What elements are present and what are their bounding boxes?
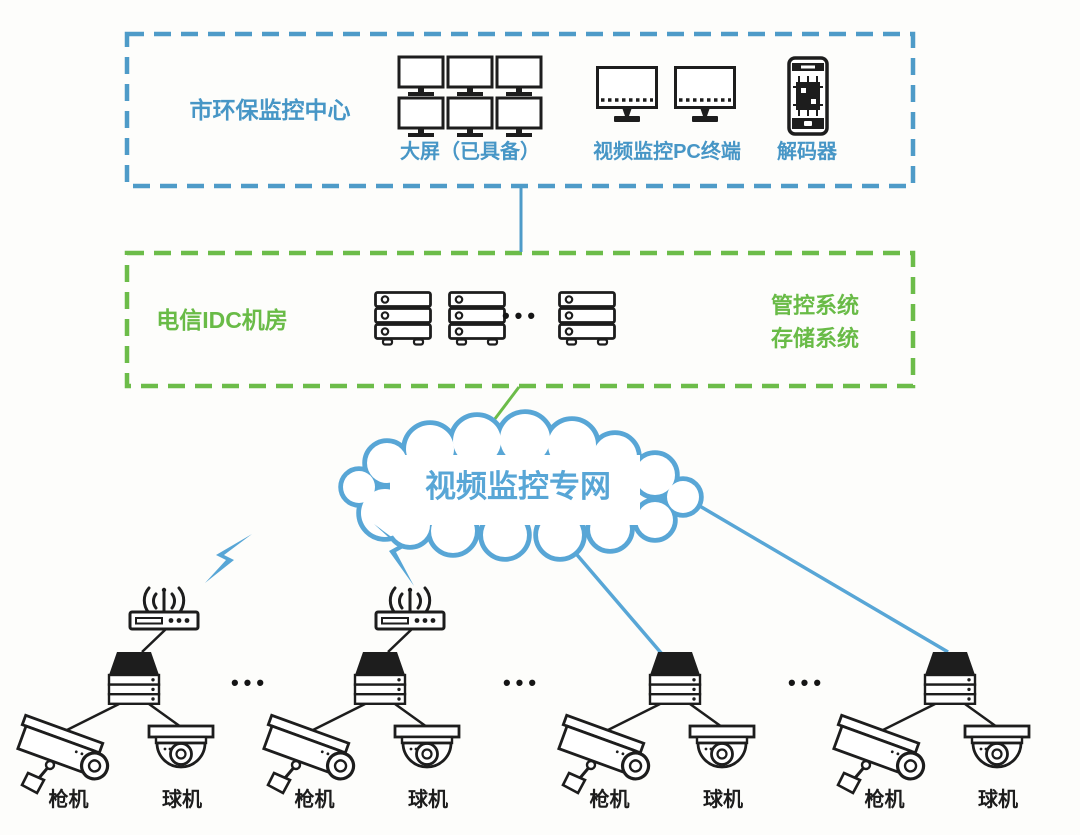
site-group: 枪机 球机	[9, 578, 259, 828]
idc-box	[124, 250, 916, 389]
site-devices	[262, 586, 461, 795]
network-cloud	[338, 409, 704, 562]
control-system-label: 管控系统	[770, 293, 859, 318]
dome-camera-icon	[688, 724, 756, 769]
dome-camera-label: 球机	[408, 789, 448, 811]
decoder-label: 解码器	[777, 141, 837, 163]
site-group: 枪机 球机	[255, 578, 505, 828]
pc-terminal-icon	[596, 66, 658, 122]
wireless-router-icon	[128, 586, 200, 631]
router-switch-link	[387, 628, 413, 653]
switch-icon	[923, 652, 977, 705]
lightning-bolt-icon	[205, 534, 252, 583]
gun-camera-label: 枪机	[589, 789, 630, 811]
switch-gun-link	[882, 702, 936, 732]
cloud-label: 视频监控专网	[425, 469, 611, 504]
dome-camera-icon	[147, 724, 215, 769]
switch-dome-link	[394, 702, 428, 729]
router-switch-link	[141, 628, 167, 653]
site-separator: •••	[502, 670, 542, 695]
switch-icon	[353, 652, 407, 705]
dome-camera-icon	[963, 724, 1031, 769]
idc-label: 电信IDC机房	[156, 307, 288, 333]
bullet-camera-icon	[16, 713, 110, 795]
dome-camera-label: 球机	[703, 789, 743, 811]
server-icon	[558, 291, 616, 346]
bullet-camera-icon	[832, 713, 926, 795]
gun-camera-label: 枪机	[864, 789, 905, 811]
server-ellipsis: •••	[501, 303, 541, 328]
monitoring-center-label: 市环保监控中心	[189, 97, 351, 123]
switch-gun-link	[66, 702, 120, 732]
switch-dome-link	[689, 702, 723, 729]
storage-system-label: 存储系统	[770, 326, 859, 351]
pc-terminal-icon	[674, 66, 736, 122]
gun-camera-label: 枪机	[48, 789, 89, 811]
dome-camera-icon	[393, 724, 461, 769]
pc-terminal-label: 视频监控PC终端	[593, 141, 741, 163]
switch-dome-link	[148, 702, 182, 729]
server-icon	[448, 291, 506, 346]
connector-cloud-to-site4	[697, 503, 949, 654]
site-devices	[16, 586, 215, 795]
gun-camera-label: 枪机	[294, 789, 335, 811]
site-separator: •••	[230, 670, 270, 695]
decoder-icon	[787, 56, 829, 136]
lightning-bolt-icon	[374, 524, 414, 586]
wireless-router-icon	[374, 586, 446, 631]
server-icon	[374, 291, 432, 346]
switch-gun-link	[312, 702, 366, 732]
switch-icon	[107, 652, 161, 705]
bullet-camera-icon	[262, 713, 356, 795]
switch-dome-link	[964, 702, 998, 729]
monitoring-center-box	[124, 31, 916, 189]
video-wall-icon	[397, 55, 543, 137]
site-devices	[557, 652, 756, 795]
site-group: 枪机 球机	[825, 578, 1075, 828]
bullet-camera-icon	[557, 713, 651, 795]
dome-camera-label: 球机	[162, 789, 202, 811]
video-wall-label: 大屏（已具备）	[400, 141, 540, 163]
dome-camera-label: 球机	[978, 789, 1018, 811]
site-group: 枪机 球机	[550, 578, 800, 828]
switch-icon	[648, 652, 702, 705]
site-devices	[832, 652, 1031, 795]
site-separator: •••	[787, 670, 827, 695]
switch-gun-link	[607, 702, 661, 732]
